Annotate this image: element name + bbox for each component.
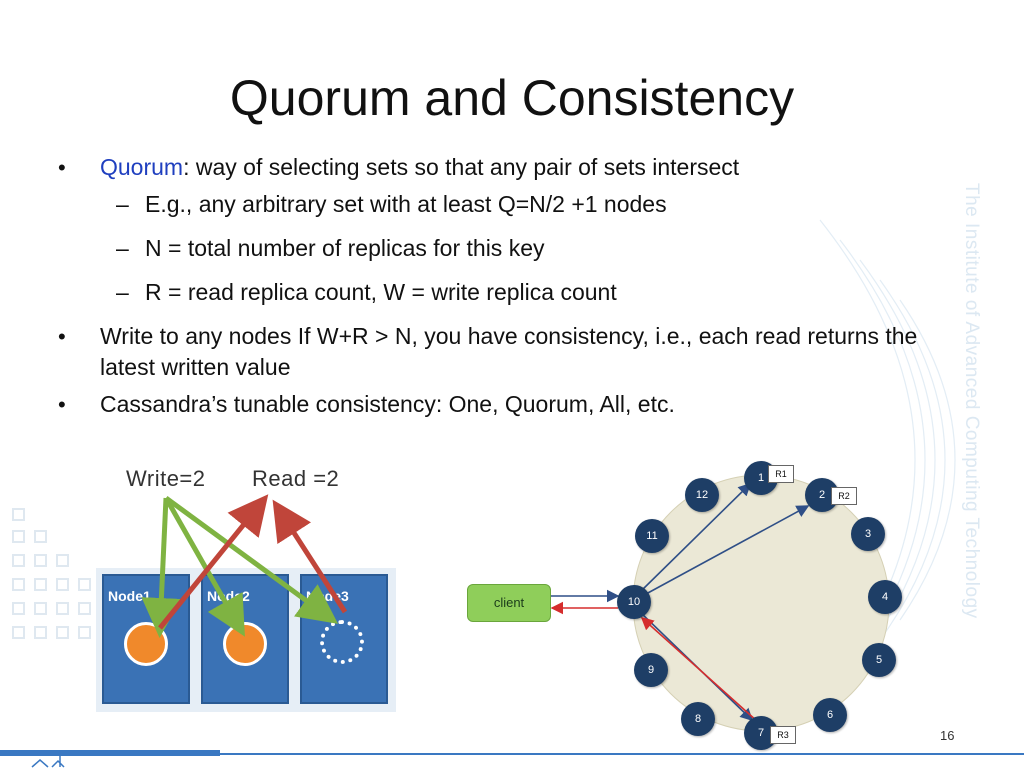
page-number: 16 <box>940 728 955 743</box>
ring-node-9: 9 <box>634 653 668 687</box>
replica-tag-r2: R2 <box>831 487 857 505</box>
write-count-label: Write=2 <box>126 466 206 491</box>
sub-bullet-text: R = read replica count, W = write replic… <box>145 279 617 305</box>
ring-node-11: 11 <box>635 519 669 553</box>
ring-node-4: 4 <box>868 580 902 614</box>
quorum-definition: : way of selecting sets so that any pair… <box>183 154 740 180</box>
footer-line <box>220 753 1024 755</box>
dash-icon: – <box>116 191 129 217</box>
bullet-dot-icon: • <box>58 324 66 349</box>
sub-bullet-n: – N = total number of replicas for this … <box>58 233 978 264</box>
bullet-list: • Quorum: way of selecting sets so that … <box>58 152 978 426</box>
dash-icon: – <box>116 235 129 261</box>
bullet-text: Cassandra’s tunable consistency: One, Qu… <box>100 391 675 417</box>
ring-node-10: 10 <box>617 585 651 619</box>
bullet-quorum: • Quorum: way of selecting sets so that … <box>58 152 978 183</box>
ring-node-3: 3 <box>851 517 885 551</box>
bullet-text: Write to any nodes If W+R > N, you have … <box>100 323 918 380</box>
client-box: client <box>467 584 551 622</box>
bullet-dot-icon: • <box>58 155 66 180</box>
bullet-dot-icon: • <box>58 392 66 417</box>
ring-node-5: 5 <box>862 643 896 677</box>
sub-bullet-rw: – R = read replica count, W = write repl… <box>58 277 978 308</box>
bullet-write-rule: • Write to any nodes If W+R > N, you hav… <box>58 321 978 383</box>
sub-bullet-example: – E.g., any arbitrary set with at least … <box>58 189 978 220</box>
node-label: Node1 <box>108 588 151 604</box>
dash-icon: – <box>116 279 129 305</box>
read-count-label: Read =2 <box>252 466 340 491</box>
footer-bar <box>0 750 220 756</box>
bullet-cassandra: • Cassandra’s tunable consistency: One, … <box>58 389 978 420</box>
sub-bullet-text: E.g., any arbitrary set with at least Q=… <box>145 191 667 217</box>
empty-disk-icon <box>320 620 364 664</box>
quorum-term: Quorum <box>100 154 184 180</box>
logo-icon <box>31 756 65 768</box>
ring-node-12: 12 <box>685 478 719 512</box>
ring-node-8: 8 <box>681 702 715 736</box>
read-arrows <box>158 494 348 630</box>
node1-box: Node1 <box>102 574 190 704</box>
ring-node-6: 6 <box>813 698 847 732</box>
ring-node-7: 7 <box>744 716 778 750</box>
write-arrows <box>141 495 339 638</box>
slide-title: Quorum and Consistency <box>229 70 795 126</box>
replica-tag-r1: R1 <box>768 465 794 483</box>
sub-bullet-text: N = total number of replicas for this ke… <box>145 235 545 261</box>
replica-tag-r3: R3 <box>770 726 796 744</box>
